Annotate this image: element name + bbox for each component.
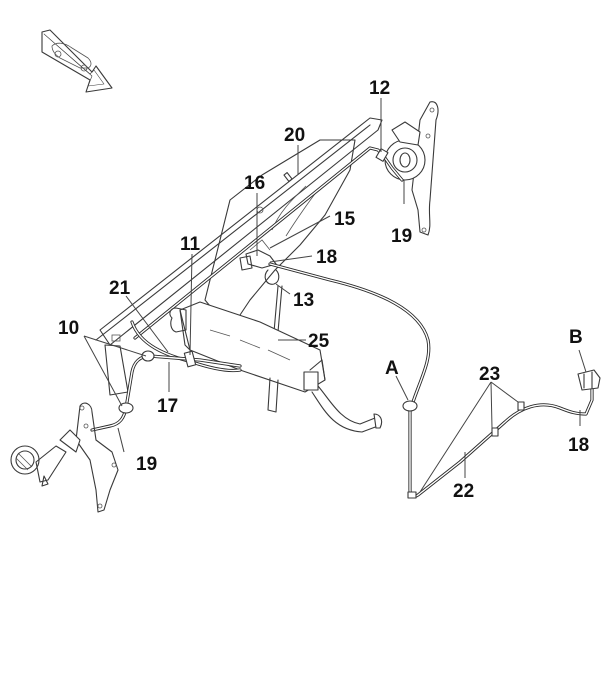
callout-20: 20: [284, 125, 305, 146]
callout-16: 16: [244, 173, 265, 194]
callout-23: 23: [479, 364, 500, 385]
callout-10: 10: [58, 318, 79, 339]
callout-B: B: [569, 327, 583, 348]
canister-housing: [169, 301, 383, 433]
callout-12: 12: [369, 78, 390, 99]
hose-20: [133, 146, 404, 340]
hose-17: [148, 354, 242, 368]
hose-18: [268, 262, 431, 407]
callout-labels: 12 20 16 15 19 11 18 21 13 10 25 17 19 A…: [58, 78, 589, 502]
callout-22: 22: [453, 481, 474, 502]
callout-A: A: [385, 358, 399, 379]
hose-22: [402, 382, 594, 499]
callout-15: 15: [334, 209, 356, 230]
callout-19-lower: 19: [136, 454, 157, 475]
clip-11: [183, 350, 197, 368]
valve-assembly-upper: [384, 121, 426, 181]
right-bracket: [411, 101, 439, 236]
hose-10: [90, 350, 155, 432]
connector-clip: [239, 249, 280, 285]
vehicle-direction-arrow-icon: [41, 29, 113, 93]
callout-21: 21: [109, 278, 131, 299]
callout-17: 17: [157, 396, 178, 417]
callout-11: 11: [180, 234, 201, 255]
callout-25: 25: [308, 331, 330, 352]
frame-bracket: [95, 117, 383, 396]
callout-18-upper: 18: [316, 247, 337, 268]
callout-19-upper: 19: [391, 226, 412, 247]
callout-13: 13: [293, 290, 314, 311]
leader-lines: [83, 98, 587, 493]
connector-b: [577, 369, 601, 391]
left-bracket: [75, 402, 119, 513]
valve-assembly-lower: [10, 429, 81, 487]
callout-18-lower: 18: [568, 435, 589, 456]
